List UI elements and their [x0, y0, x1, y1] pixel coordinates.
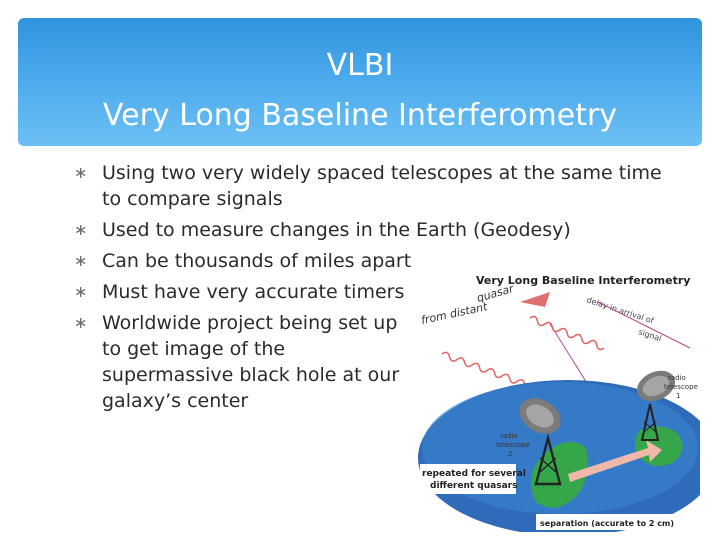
bullet-item: ∗ Used to measure changes in the Earth (G…: [74, 217, 664, 243]
bullet-asterisk-icon: ∗: [74, 282, 88, 301]
bullet-text: Used to measure changes in the Earth (Ge…: [102, 219, 571, 241]
delay-label-line1: delay in arrival of: [585, 295, 654, 325]
radio-telescope-1-icon: [636, 370, 676, 441]
bullet-text: Worldwide project being set up to get im…: [102, 312, 400, 412]
separation-label: separation (accurate to 2 cm): [540, 519, 674, 528]
delay-line: [597, 301, 691, 349]
telescope-1-label-line1: radio: [668, 374, 686, 382]
slide-subtitle: Very Long Baseline Interferometry: [102, 98, 618, 133]
bullet-asterisk-icon: ∗: [74, 313, 88, 332]
slide-title: VLBI: [326, 48, 394, 83]
telescope-2-label-line1: radio: [500, 432, 518, 440]
bullet-text: Must have very accurate timers: [102, 281, 405, 303]
bullet-asterisk-icon: ∗: [74, 163, 88, 182]
bullet-item: ∗ Must have very accurate timers: [74, 279, 664, 305]
bullet-text: Can be thousands of miles apart: [102, 250, 412, 272]
telescope-2-label-line3: 2: [508, 450, 512, 458]
telescope-1-label-line3: 1: [676, 392, 680, 400]
bullet-text: Using two very widely spaced telescopes …: [102, 162, 662, 210]
baseline-arrow-icon: [568, 440, 662, 482]
bullet-list: ∗ Using two very widely spaced telescopes…: [74, 160, 664, 419]
telescope-1-label-line2: telescope: [664, 383, 698, 391]
quasar-arrow-icon: [520, 292, 550, 307]
repeated-label-line1: repeated for several: [422, 469, 526, 479]
signal-wave-lower: [441, 351, 533, 390]
figure-title: Very Long Baseline Interferometry: [476, 274, 690, 287]
radio-telescope-2-icon: [519, 398, 562, 486]
telescope-2-label-line2: telescope: [496, 441, 530, 449]
repeated-label-line2: different quasars: [430, 481, 517, 491]
vlbi-diagram: Very Long Baseline Interferometry from d…: [418, 274, 700, 532]
delay-label-line2: signal: [637, 327, 662, 343]
bullet-asterisk-icon: ∗: [74, 220, 88, 239]
bullet-item: ∗ Using two very widely spaced telescopes…: [74, 160, 664, 212]
bullet-item: ∗ Worldwide project being set up to get i…: [74, 310, 412, 414]
signal-wave-upper: [529, 315, 605, 351]
title-banner: VLBI Very Long Baseline Interferometry: [18, 18, 702, 146]
continent-right: [635, 426, 683, 467]
bullet-item: ∗ Can be thousands of miles apart: [74, 248, 664, 274]
bullet-asterisk-icon: ∗: [74, 251, 88, 270]
continent-left: [530, 441, 588, 508]
